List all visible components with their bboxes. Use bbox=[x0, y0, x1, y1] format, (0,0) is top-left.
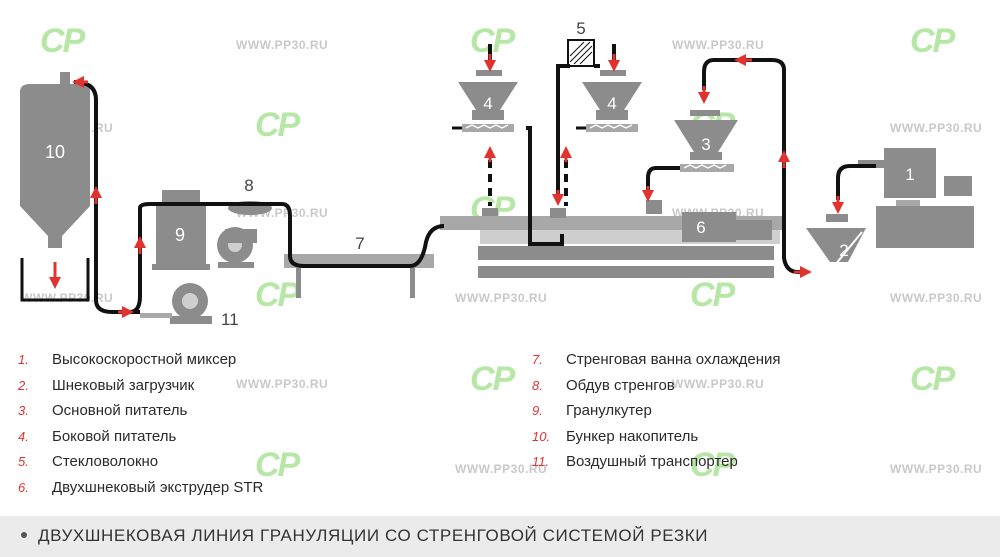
logo: СР bbox=[470, 22, 515, 60]
watermark: WWW.PP30.RU bbox=[455, 462, 548, 476]
label-3: 3 bbox=[701, 135, 710, 154]
legend-item: 8.Обдув стренгов bbox=[532, 376, 675, 394]
side-feeder-a: 4 bbox=[458, 70, 518, 216]
legend-item: 7.Стренговая ванна охлаждения bbox=[532, 351, 781, 368]
legend-item: 2.Шнековый загрузчик bbox=[18, 376, 195, 394]
side-feeder-b: 4 bbox=[582, 70, 642, 132]
watermark: WWW.PP30.RU bbox=[890, 462, 983, 476]
watermark: WWW.PP30.RU bbox=[890, 121, 983, 135]
label-4b: 4 bbox=[607, 94, 616, 113]
logo: СР bbox=[910, 360, 955, 398]
watermark: WWW.PP30.RU bbox=[236, 38, 329, 52]
legend-item: 11.Воздушный транспортер bbox=[532, 453, 738, 470]
label-9: 9 bbox=[175, 225, 185, 245]
watermark: WWW.PP30.RU bbox=[236, 377, 329, 391]
high-speed-mixer: 1 bbox=[858, 148, 974, 248]
strand-blower: 8 bbox=[217, 176, 272, 268]
label-10: 10 bbox=[45, 142, 65, 162]
label-7: 7 bbox=[355, 234, 364, 253]
granulator: 9 bbox=[152, 190, 210, 270]
storage-hopper: 10 bbox=[20, 72, 90, 248]
label-6: 6 bbox=[696, 218, 705, 237]
glass-fiber: 5 bbox=[550, 19, 595, 218]
watermark: WWW.PP30.RU bbox=[890, 291, 983, 305]
label-1: 1 bbox=[905, 165, 914, 184]
legend-left: 1.Высокоскоростной миксер 2.Шнековый заг… bbox=[18, 347, 263, 500]
logo: СР bbox=[255, 106, 300, 144]
watermark: WWW.PP30.RU bbox=[455, 291, 548, 305]
label-8: 8 bbox=[244, 176, 253, 195]
label-11: 11 bbox=[221, 310, 239, 329]
bullet-icon bbox=[21, 532, 27, 538]
footer-bar: ДВУХШНЕКОВАЯ ЛИНИЯ ГРАНУЛЯЦИИ СО СТРЕНГО… bbox=[0, 516, 1000, 557]
logo: СР bbox=[690, 276, 735, 314]
legend-item: 1.Высокоскоростной миксер bbox=[18, 351, 237, 368]
logo: СР bbox=[40, 22, 85, 60]
legend-item: 9.Гранулкутер bbox=[532, 402, 652, 419]
legend-item: 5.Стекловолокно bbox=[18, 453, 159, 470]
process-diagram: 10 11 9 8 7 6 bbox=[20, 19, 974, 329]
legend-item: 6.Двухшнековый экструдер STR bbox=[18, 478, 264, 496]
logo: СР bbox=[910, 22, 955, 60]
collection-bin bbox=[20, 258, 90, 302]
footer-title: ДВУХШНЕКОВАЯ ЛИНИЯ ГРАНУЛЯЦИИ СО СТРЕНГО… bbox=[38, 526, 709, 545]
logo: СР bbox=[255, 446, 300, 484]
logo: СР bbox=[690, 446, 735, 484]
legend-item: 10.Бункер накопитель bbox=[532, 427, 699, 445]
watermark: WWW.PP30.RU bbox=[672, 377, 765, 391]
label-2: 2 bbox=[839, 241, 848, 260]
label-5: 5 bbox=[576, 19, 585, 38]
screw-loader: 2 bbox=[806, 214, 866, 277]
flow-arrows bbox=[72, 44, 844, 318]
legend-item: 4.Боковой питатель bbox=[18, 427, 177, 445]
logo: СР bbox=[470, 360, 515, 398]
watermark: WWW.PP30.RU bbox=[672, 38, 765, 52]
label-4a: 4 bbox=[483, 94, 492, 113]
main-feeder: 3 bbox=[646, 110, 738, 214]
legend-right: 7.Стренговая ванна охлаждения 8.Обдув ст… bbox=[532, 347, 781, 475]
air-transporter: 11 bbox=[140, 283, 239, 329]
logo: СР bbox=[255, 276, 300, 314]
dashed-feed-lines bbox=[488, 160, 568, 206]
legend-item: 3.Основной питатель bbox=[18, 402, 188, 419]
twin-screw-extruder: 6 bbox=[440, 212, 782, 278]
